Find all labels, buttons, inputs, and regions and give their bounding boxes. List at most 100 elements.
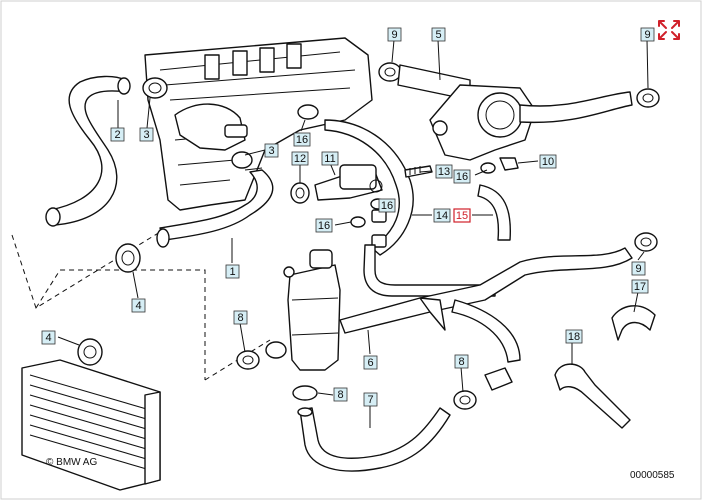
callout-number: 9: [635, 263, 641, 275]
callout-part-3[interactable]: 3: [139, 127, 154, 142]
callout-number: 1: [229, 266, 235, 278]
callout-part-3[interactable]: 3: [264, 143, 279, 158]
callout-number: 5: [435, 29, 441, 41]
valve-part-11: [314, 164, 383, 201]
callout-part-16[interactable]: 16: [293, 132, 311, 147]
callout-box: [139, 127, 154, 142]
callout-part-14[interactable]: 14: [433, 208, 451, 223]
callout-box: [131, 298, 146, 313]
callout-part-4[interactable]: 4: [41, 330, 56, 345]
copyright-text: © BMW AG: [46, 457, 97, 468]
hose-fitting-right: [484, 367, 513, 391]
callout-part-16[interactable]: 16: [453, 169, 471, 184]
bolt-part-13: [404, 165, 433, 178]
callout-number: 9: [391, 29, 397, 41]
callout-box: [41, 330, 56, 345]
strap-part-18: [554, 363, 631, 429]
callout-number: 14: [436, 210, 448, 222]
callout-number: 17: [634, 281, 646, 293]
callout-part-8[interactable]: 8: [333, 387, 348, 402]
hose-clamp-part-9-c: [634, 232, 658, 252]
bracket-part-17: [611, 305, 656, 341]
callout-part-9[interactable]: 9: [387, 27, 402, 42]
callout-part-15[interactable]: 15: [453, 208, 471, 223]
callout-number: 4: [45, 332, 51, 344]
expand-arrows-icon-svg: [658, 20, 680, 40]
callout-box: [333, 387, 348, 402]
callout-part-16[interactable]: 16: [315, 218, 333, 233]
callout-box: [378, 198, 396, 213]
callout-number: 3: [268, 145, 274, 157]
hose-clamp-part-8-a: [236, 350, 260, 370]
callout-part-8[interactable]: 8: [454, 354, 469, 369]
diagram-id-text: 00000585: [630, 470, 675, 481]
callout-part-1[interactable]: 1: [225, 264, 240, 279]
callout-box: [565, 329, 583, 344]
callout-number: 16: [381, 200, 393, 212]
callout-part-9[interactable]: 9: [640, 27, 655, 42]
callout-box: [433, 208, 451, 223]
callout-number: 4: [135, 300, 141, 312]
hose-clamp-part-8-b: [292, 385, 318, 401]
pipe-part-6: [339, 247, 633, 363]
callout-box: [264, 143, 279, 158]
callout-part-7[interactable]: 7: [363, 392, 378, 407]
callout-number: 16: [318, 220, 330, 232]
callout-box: [233, 310, 248, 325]
callout-box: [435, 164, 453, 179]
hose-part-2: [45, 75, 131, 227]
callout-number: 10: [542, 156, 554, 168]
callout-part-6[interactable]: 6: [363, 355, 378, 370]
connector-small: [371, 209, 387, 248]
engine-block: [144, 37, 373, 211]
callout-box: [293, 132, 311, 147]
callout-box: [363, 392, 378, 407]
callout-box: [387, 27, 402, 42]
callout-part-16[interactable]: 16: [378, 198, 396, 213]
callout-part-2[interactable]: 2: [110, 127, 125, 142]
callout-part-17[interactable]: 17: [631, 279, 649, 294]
callout-part-12[interactable]: 12: [291, 151, 309, 166]
callout-part-18[interactable]: 18: [565, 329, 583, 344]
callout-number: 15: [456, 210, 468, 222]
callout-number: 16: [456, 171, 468, 183]
callout-number: 16: [296, 134, 308, 146]
callout-part-9[interactable]: 9: [631, 261, 646, 276]
callout-number: 9: [644, 29, 650, 41]
expand-arrows-icon[interactable]: [656, 18, 682, 42]
hose-clamp-part-9-b: [636, 88, 660, 108]
hose-part-1: [156, 167, 274, 248]
callout-box: [631, 261, 646, 276]
hose-end-fitting: [265, 341, 287, 359]
hose-clamp-part-10: [499, 157, 519, 171]
callout-number: 6: [367, 357, 373, 369]
callout-number: 3: [143, 129, 149, 141]
hose-clamp-part-9-a: [378, 62, 402, 82]
callout-box: [453, 208, 471, 223]
callout-box: [225, 264, 240, 279]
callout-number: 8: [337, 389, 343, 401]
hose-clamp-part-4: [115, 243, 141, 273]
callout-part-13[interactable]: 13: [435, 164, 453, 179]
callout-part-5[interactable]: 5: [431, 27, 446, 42]
callout-box: [363, 355, 378, 370]
callout-number: 13: [438, 166, 450, 178]
callout-part-11[interactable]: 11: [321, 151, 339, 166]
callout-number: 11: [324, 153, 335, 165]
hose-clamp-part-4-lower: [77, 338, 103, 366]
callout-part-8[interactable]: 8: [233, 310, 248, 325]
callout-number: 8: [458, 356, 464, 368]
callout-number: 7: [367, 394, 373, 406]
bypass-hose: [324, 119, 414, 256]
sealing-ring-part-12: [290, 182, 310, 204]
hose-clamp-part-3: [142, 77, 168, 99]
callout-box: [453, 169, 471, 184]
thermostat-housing: [174, 103, 248, 151]
callout-part-10[interactable]: 10: [539, 154, 557, 169]
callout-part-4[interactable]: 4: [131, 298, 146, 313]
hose-clamp-part-16-c: [350, 216, 366, 228]
callout-number: 2: [114, 129, 120, 141]
